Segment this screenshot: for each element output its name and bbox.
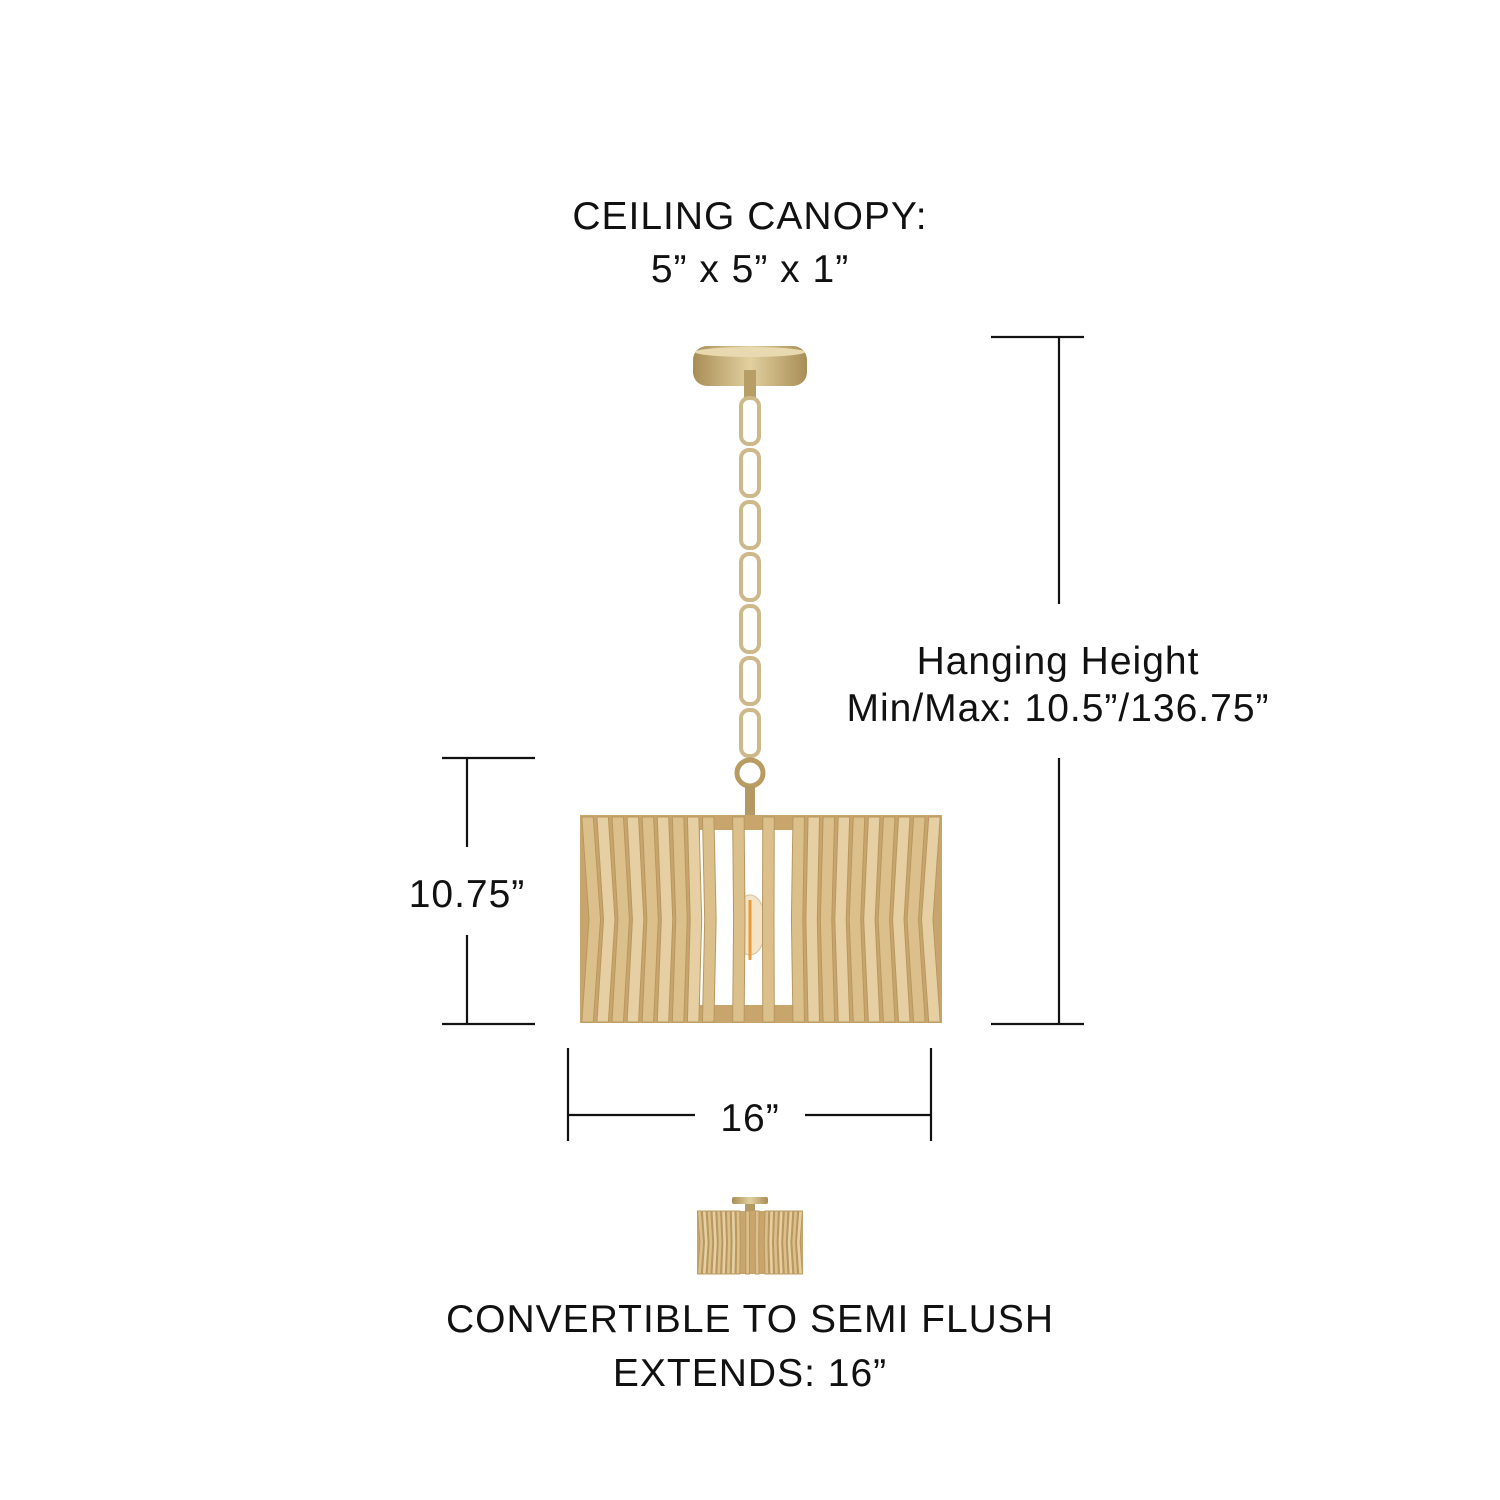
wood-slat (697, 1210, 705, 1275)
chain-link (739, 396, 761, 446)
semi-flush-label: CONVERTIBLE TO SEMI FLUSH (446, 1298, 1054, 1341)
wood-slat (725, 1210, 732, 1275)
wood-slat (611, 816, 630, 1023)
ceiling-canopy (693, 346, 807, 386)
wood-slat (706, 1210, 714, 1275)
wood-slat (735, 1210, 741, 1275)
wood-slat (656, 816, 674, 1023)
semi-flush-extends: EXTENDS: 16” (613, 1352, 887, 1395)
wood-slat (716, 1210, 723, 1275)
wood-slat (790, 816, 805, 1023)
height-label: 10.75” (409, 873, 526, 916)
chain-link (739, 708, 761, 758)
wood-slat (626, 816, 645, 1023)
wood-slat (701, 816, 717, 1023)
canopy-label: CEILING CANOPY: (572, 195, 927, 238)
wood-slat (777, 1210, 784, 1275)
wood-slat (906, 816, 926, 1023)
hanging-height-label: Hanging Height (917, 640, 1200, 683)
chain (739, 370, 761, 758)
wood-slat (892, 816, 911, 1023)
wood-slat (730, 1210, 737, 1275)
wood-slat (754, 1210, 760, 1275)
hanging-height-value: Min/Max: 10.5”/136.75” (846, 687, 1269, 730)
wood-slat (819, 816, 836, 1023)
wood-slat (596, 816, 616, 1023)
wood-drum-shade (580, 815, 942, 1023)
wood-slat (721, 1210, 728, 1275)
hanging-height-dimension-line (991, 335, 1084, 1026)
wood-slat (863, 816, 881, 1023)
wood-slat (701, 1210, 709, 1275)
wood-slat (786, 1210, 794, 1275)
wood-slat (834, 816, 851, 1023)
loop-ring (734, 757, 766, 818)
wood-slat (805, 816, 821, 1023)
wood-slat (877, 816, 896, 1023)
wood-slat (772, 1210, 779, 1275)
pendant-light-image (580, 346, 942, 1023)
width-label: 16” (720, 1097, 779, 1140)
chain-link (739, 604, 761, 654)
wood-slat (848, 816, 866, 1023)
chain-link (739, 552, 761, 602)
wood-slat (791, 1210, 799, 1275)
chain-link (739, 500, 761, 550)
semi-flush-thumbnail (697, 1197, 803, 1275)
wood-slat (920, 816, 941, 1023)
wood-slat (795, 1210, 803, 1275)
chain-link (739, 448, 761, 498)
wood-slat (581, 816, 602, 1023)
chain-link (739, 656, 761, 706)
wood-slat (686, 816, 703, 1023)
wood-slat (768, 1210, 775, 1275)
wood-slat (641, 816, 659, 1023)
wood-slat (711, 1210, 718, 1275)
wood-slat (761, 816, 775, 1023)
wood-slat (671, 816, 688, 1023)
wood-slat (745, 1210, 751, 1275)
wood-slat (732, 816, 746, 1023)
wood-slat (763, 1210, 770, 1275)
wood-slat (782, 1210, 789, 1275)
width-dimension-line (566, 1048, 933, 1141)
canopy-dimensions: 5” x 5” x 1” (651, 248, 849, 291)
height-dimension-line (442, 756, 535, 1026)
